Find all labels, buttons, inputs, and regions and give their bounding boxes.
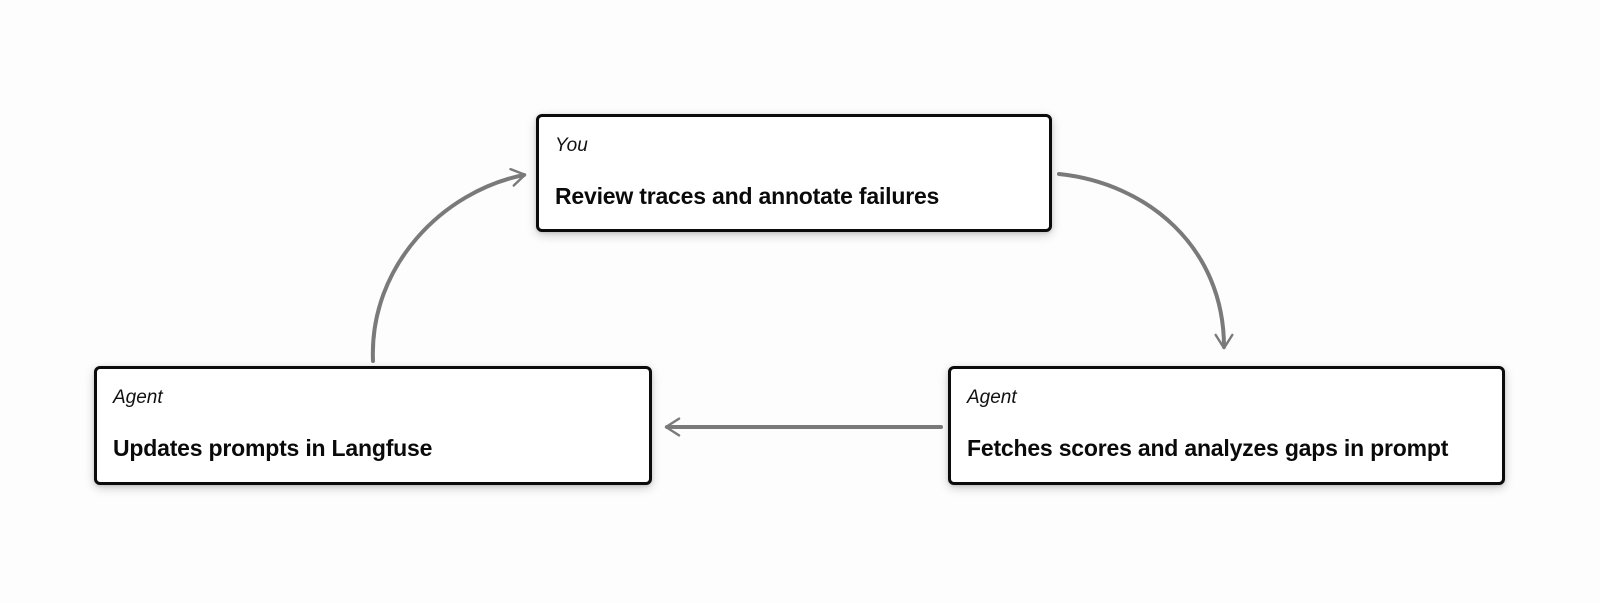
- node-you-label: You: [555, 135, 588, 156]
- node-agent-fetches-label: Agent: [967, 387, 1017, 408]
- node-agent-updates-title: Updates prompts in Langfuse: [113, 435, 433, 461]
- node-you-title: Review traces and annotate failures: [555, 183, 940, 209]
- arrow-you-to-fetch: [1057, 172, 1234, 350]
- node-agent-fetches-title: Fetches scores and analyzes gaps in prom…: [967, 435, 1449, 461]
- node-agent-updates-label: Agent: [113, 387, 163, 408]
- node-agent-updates-prompts: Agent Updates prompts in Langfuse: [94, 366, 652, 485]
- arrow-update-to-you: [370, 167, 527, 363]
- node-agent-fetches-scores: Agent Fetches scores and analyzes gaps i…: [948, 366, 1505, 485]
- node-you: You Review traces and annotate failures: [536, 114, 1052, 232]
